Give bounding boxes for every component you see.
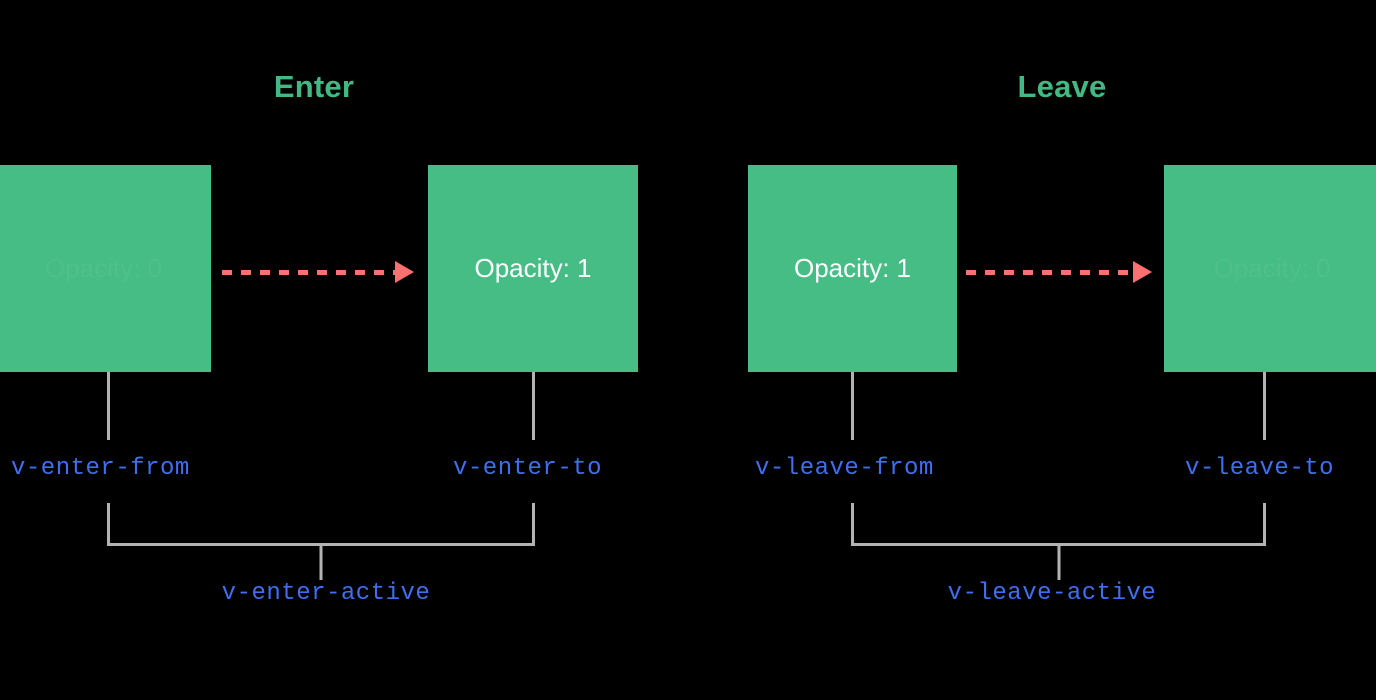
enter-to-box: Opacity: 1: [428, 165, 638, 372]
enter-from-connector: [107, 372, 110, 440]
leave-from-box: Opacity: 1: [748, 165, 957, 372]
leave-arrow-shaft: [966, 270, 1136, 275]
leave-arrow-head: [1133, 261, 1152, 283]
enter-to-class-label: v-enter-to: [453, 455, 603, 482]
enter-from-box: Opacity: 0: [0, 165, 211, 372]
leave-from-opacity-label: Opacity: 1: [793, 253, 912, 283]
leave-bracket-left-tick: [851, 503, 854, 546]
leave-active-class-label: v-leave-active: [947, 580, 1157, 607]
leave-bracket-bar: [851, 543, 1266, 546]
leave-to-class-label: v-leave-to: [1185, 455, 1335, 482]
enter-from-class-label: v-enter-from: [11, 455, 190, 482]
enter-arrow-head: [395, 261, 414, 283]
enter-to-connector: [532, 372, 535, 440]
enter-from-opacity-label: Opacity: 0: [44, 253, 163, 283]
leave-to-box: Opacity: 0: [1164, 165, 1376, 372]
enter-active-bracket: [107, 503, 535, 580]
leave-from-connector: [851, 372, 854, 440]
enter-active-class-label: v-enter-active: [221, 580, 431, 607]
leave-bracket-right-tick: [1263, 503, 1266, 546]
enter-bracket-left-tick: [107, 503, 110, 546]
enter-bracket-right-tick: [532, 503, 535, 546]
leave-section-title: Leave: [1017, 69, 1107, 104]
enter-bracket-bar: [107, 543, 535, 546]
leave-to-opacity-label: Opacity: 0: [1213, 253, 1331, 283]
leave-transition-arrow: [966, 261, 1152, 283]
leave-active-bracket: [851, 503, 1266, 580]
enter-bracket-stub: [319, 546, 323, 580]
enter-arrow-shaft: [222, 270, 398, 275]
enter-to-opacity-label: Opacity: 1: [474, 253, 592, 283]
enter-transition-arrow: [222, 261, 414, 283]
leave-to-connector: [1263, 372, 1266, 440]
leave-bracket-stub: [1057, 546, 1060, 580]
enter-section-title: Enter: [273, 69, 355, 104]
leave-from-class-label: v-leave-from: [755, 455, 934, 482]
